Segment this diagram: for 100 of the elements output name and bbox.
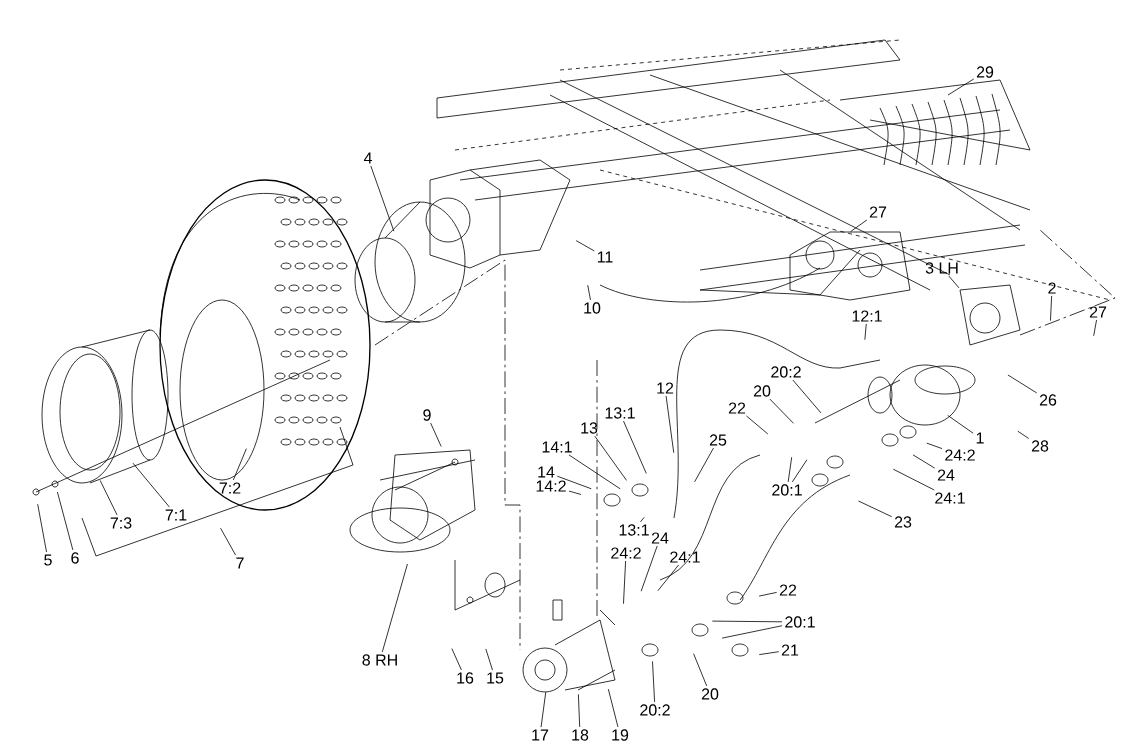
callout-number: 18 [572,729,589,741]
leader-line [791,459,808,483]
leader-line [37,503,47,553]
callout-number: 13 [581,422,598,434]
leader-line [607,688,619,728]
leader-line [912,454,936,469]
leader-line [568,490,582,495]
callout-number: 11 [597,251,613,263]
callout-number: 12:1 [852,310,882,322]
callout-number: 7:2 [219,482,241,494]
callout-number: 14:1 [542,441,572,453]
leader-line [711,620,783,623]
callout-number: 10 [584,302,601,314]
leader-line [220,527,236,556]
leader-line [721,625,783,639]
callout-number: 3 LH [925,262,958,274]
leader-line [864,323,867,341]
callout-number: 5 [44,554,52,566]
leader-line [430,422,442,447]
leader-line [657,564,679,592]
callout-number: 1 [976,432,984,444]
callout-number: 13:1 [619,524,649,536]
callout-number: 16 [457,672,474,684]
leader-line [746,415,769,435]
leader-line [640,545,658,592]
callout-number: 7 [236,557,244,569]
leader-line [948,275,960,289]
callout-number: 20:2 [771,366,801,378]
callout-number: 24:2 [945,449,975,461]
callout-number: 14 [538,466,555,478]
leader-line [623,420,647,474]
leader-line [858,500,893,518]
callout-number: 24:2 [611,547,641,559]
callout-number: 29 [976,66,994,78]
leader-line [370,165,395,232]
callout-number: 8 RH [362,654,397,666]
leader-line [540,691,547,728]
callout-number: 22 [779,584,797,596]
callout-number: 20 [753,385,771,397]
callout-number: 7:3 [110,517,132,529]
leader-line [132,462,170,508]
leader-line [850,219,868,232]
leader-line [99,480,118,516]
leader-line [787,456,793,483]
callout-number: 9 [423,409,431,421]
leader-line [556,475,592,490]
leader-line [451,648,462,671]
leader-line [693,653,708,687]
callout-number: 4 [363,152,372,164]
leader-line [652,660,655,703]
callout-number: 14:2 [536,480,566,492]
leader-line [769,398,794,424]
callout-number: 20:2 [640,704,670,716]
callout-number: 27 [869,206,887,218]
callout-number: 25 [709,434,727,446]
callout-number: 19 [612,729,629,741]
callout-number: 24 [937,469,955,481]
callout-number: 15 [487,672,504,684]
leader-line [665,395,675,454]
leader-line [578,693,581,728]
leader-line [892,468,935,491]
callout-number: 28 [1031,440,1049,452]
callout-number: 24 [651,532,669,544]
leader-line [587,284,591,301]
callout-number: 7:1 [165,509,187,521]
callout-number: 13:1 [605,407,635,419]
leader-line [947,78,975,96]
callout-number: 2 [1048,282,1056,294]
callout-number: 24:1 [935,492,965,504]
callout-number: 6 [71,552,79,564]
leader-line [568,454,621,490]
callout-number: 26 [1039,394,1057,406]
callout-number: 20:1 [785,616,815,628]
leader-line [1050,295,1053,322]
leader-line [792,379,822,414]
leader-line [575,240,595,252]
leader-line [57,491,74,551]
leader-line [694,447,714,483]
leader-line [485,648,493,671]
callout-number: 20:1 [772,484,802,496]
leader-line [947,414,974,434]
callout-number: 21 [781,644,799,656]
leader-line [926,442,943,449]
callout-number: 23 [894,516,912,528]
leader-line [232,448,247,481]
callout-number: 17 [532,729,549,741]
leader-line [758,651,780,655]
callout-number: 27 [1089,306,1107,318]
leader-line [1007,374,1038,394]
leader-line [623,560,626,605]
callout-number: 24:1 [670,551,700,563]
leader-line [1093,319,1097,337]
callout-number: 22 [728,402,746,414]
leader-line [1017,430,1030,439]
callout-number: 20 [701,688,719,700]
callout-number: 12 [657,382,674,394]
leader-line [381,563,408,653]
leader-line [758,592,778,597]
leader-line [594,435,627,481]
leader-line [640,516,645,523]
